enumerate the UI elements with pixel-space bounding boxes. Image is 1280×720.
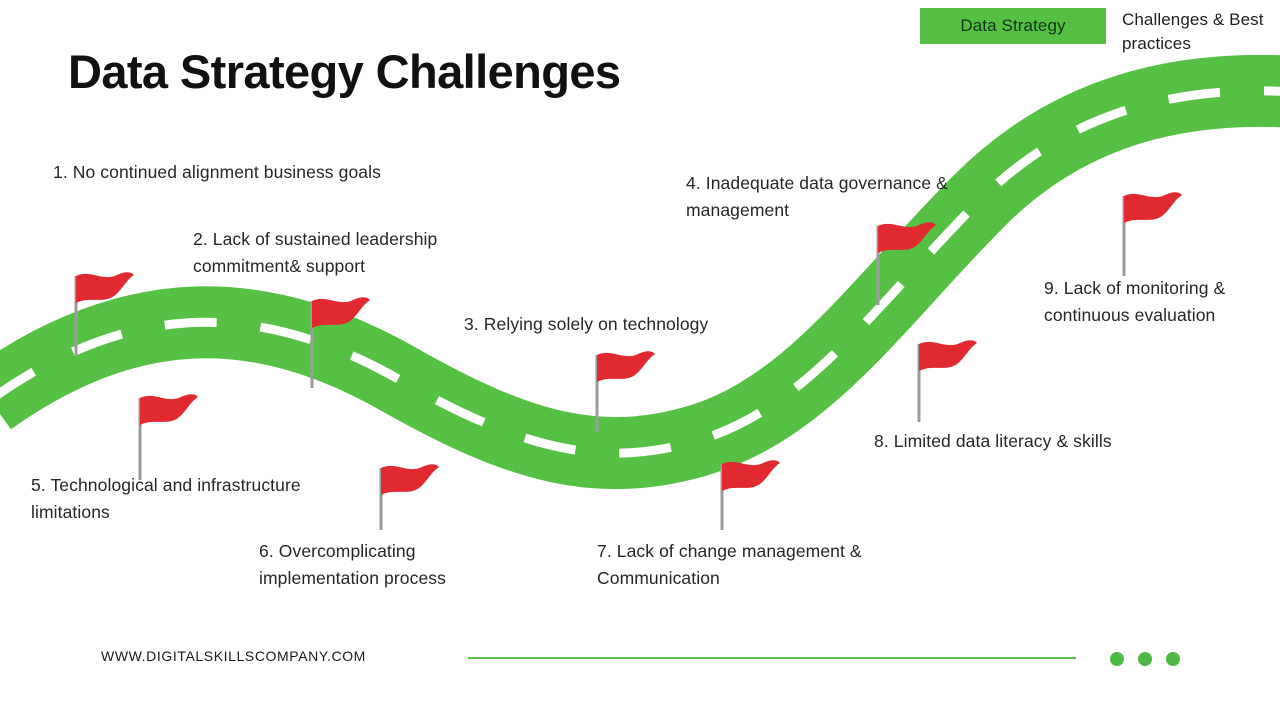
- flag-marker-4: [876, 222, 936, 305]
- header-tabs: Data Strategy Challenges & Best practice…: [920, 4, 1280, 64]
- footer-website-url[interactable]: WWW.DIGITALSKILLSCOMPANY.COM: [101, 648, 366, 664]
- challenge-label-5: 5. Technological and infrastructure limi…: [31, 475, 301, 522]
- challenge-label-9: 9. Lack of monitoring & continuous evalu…: [1044, 278, 1226, 325]
- tab-challenges-best-practices[interactable]: Challenges & Best practices: [1122, 10, 1264, 53]
- flag-marker-3: [595, 351, 655, 432]
- flag-marker-7: [379, 464, 439, 530]
- flag-marker-6: [138, 394, 198, 480]
- challenge-label-1: 1. No continued alignment business goals: [53, 162, 381, 182]
- dot-icon: [1166, 652, 1180, 666]
- challenge-label-8: 8. Limited data literacy & skills: [874, 431, 1112, 451]
- flag-marker-8: [720, 460, 780, 530]
- flag-marker-9: [917, 340, 977, 422]
- dot-icon: [1138, 652, 1152, 666]
- challenge-label-6: 6. Overcomplicating implementation proce…: [259, 541, 447, 588]
- road-path: [0, 54, 1280, 490]
- challenge-label-4: 4. Inadequate data governance & manageme…: [686, 173, 948, 220]
- tab-data-strategy[interactable]: Data Strategy: [920, 8, 1106, 44]
- challenge-label-7: 7. Lack of change management & Communica…: [597, 541, 862, 588]
- challenge-label-2: 2. Lack of sustained leadership commitme…: [193, 229, 438, 276]
- dot-icon: [1110, 652, 1124, 666]
- flag-marker-2: [310, 297, 370, 388]
- page-title: Data Strategy Challenges: [68, 45, 621, 98]
- flag-marker-5: [1122, 192, 1182, 276]
- footer-dots: [1110, 652, 1182, 666]
- flag-marker-1: [74, 272, 134, 356]
- footer-divider-line: [468, 657, 1076, 659]
- challenge-label-3: 3. Relying solely on technology: [464, 314, 709, 334]
